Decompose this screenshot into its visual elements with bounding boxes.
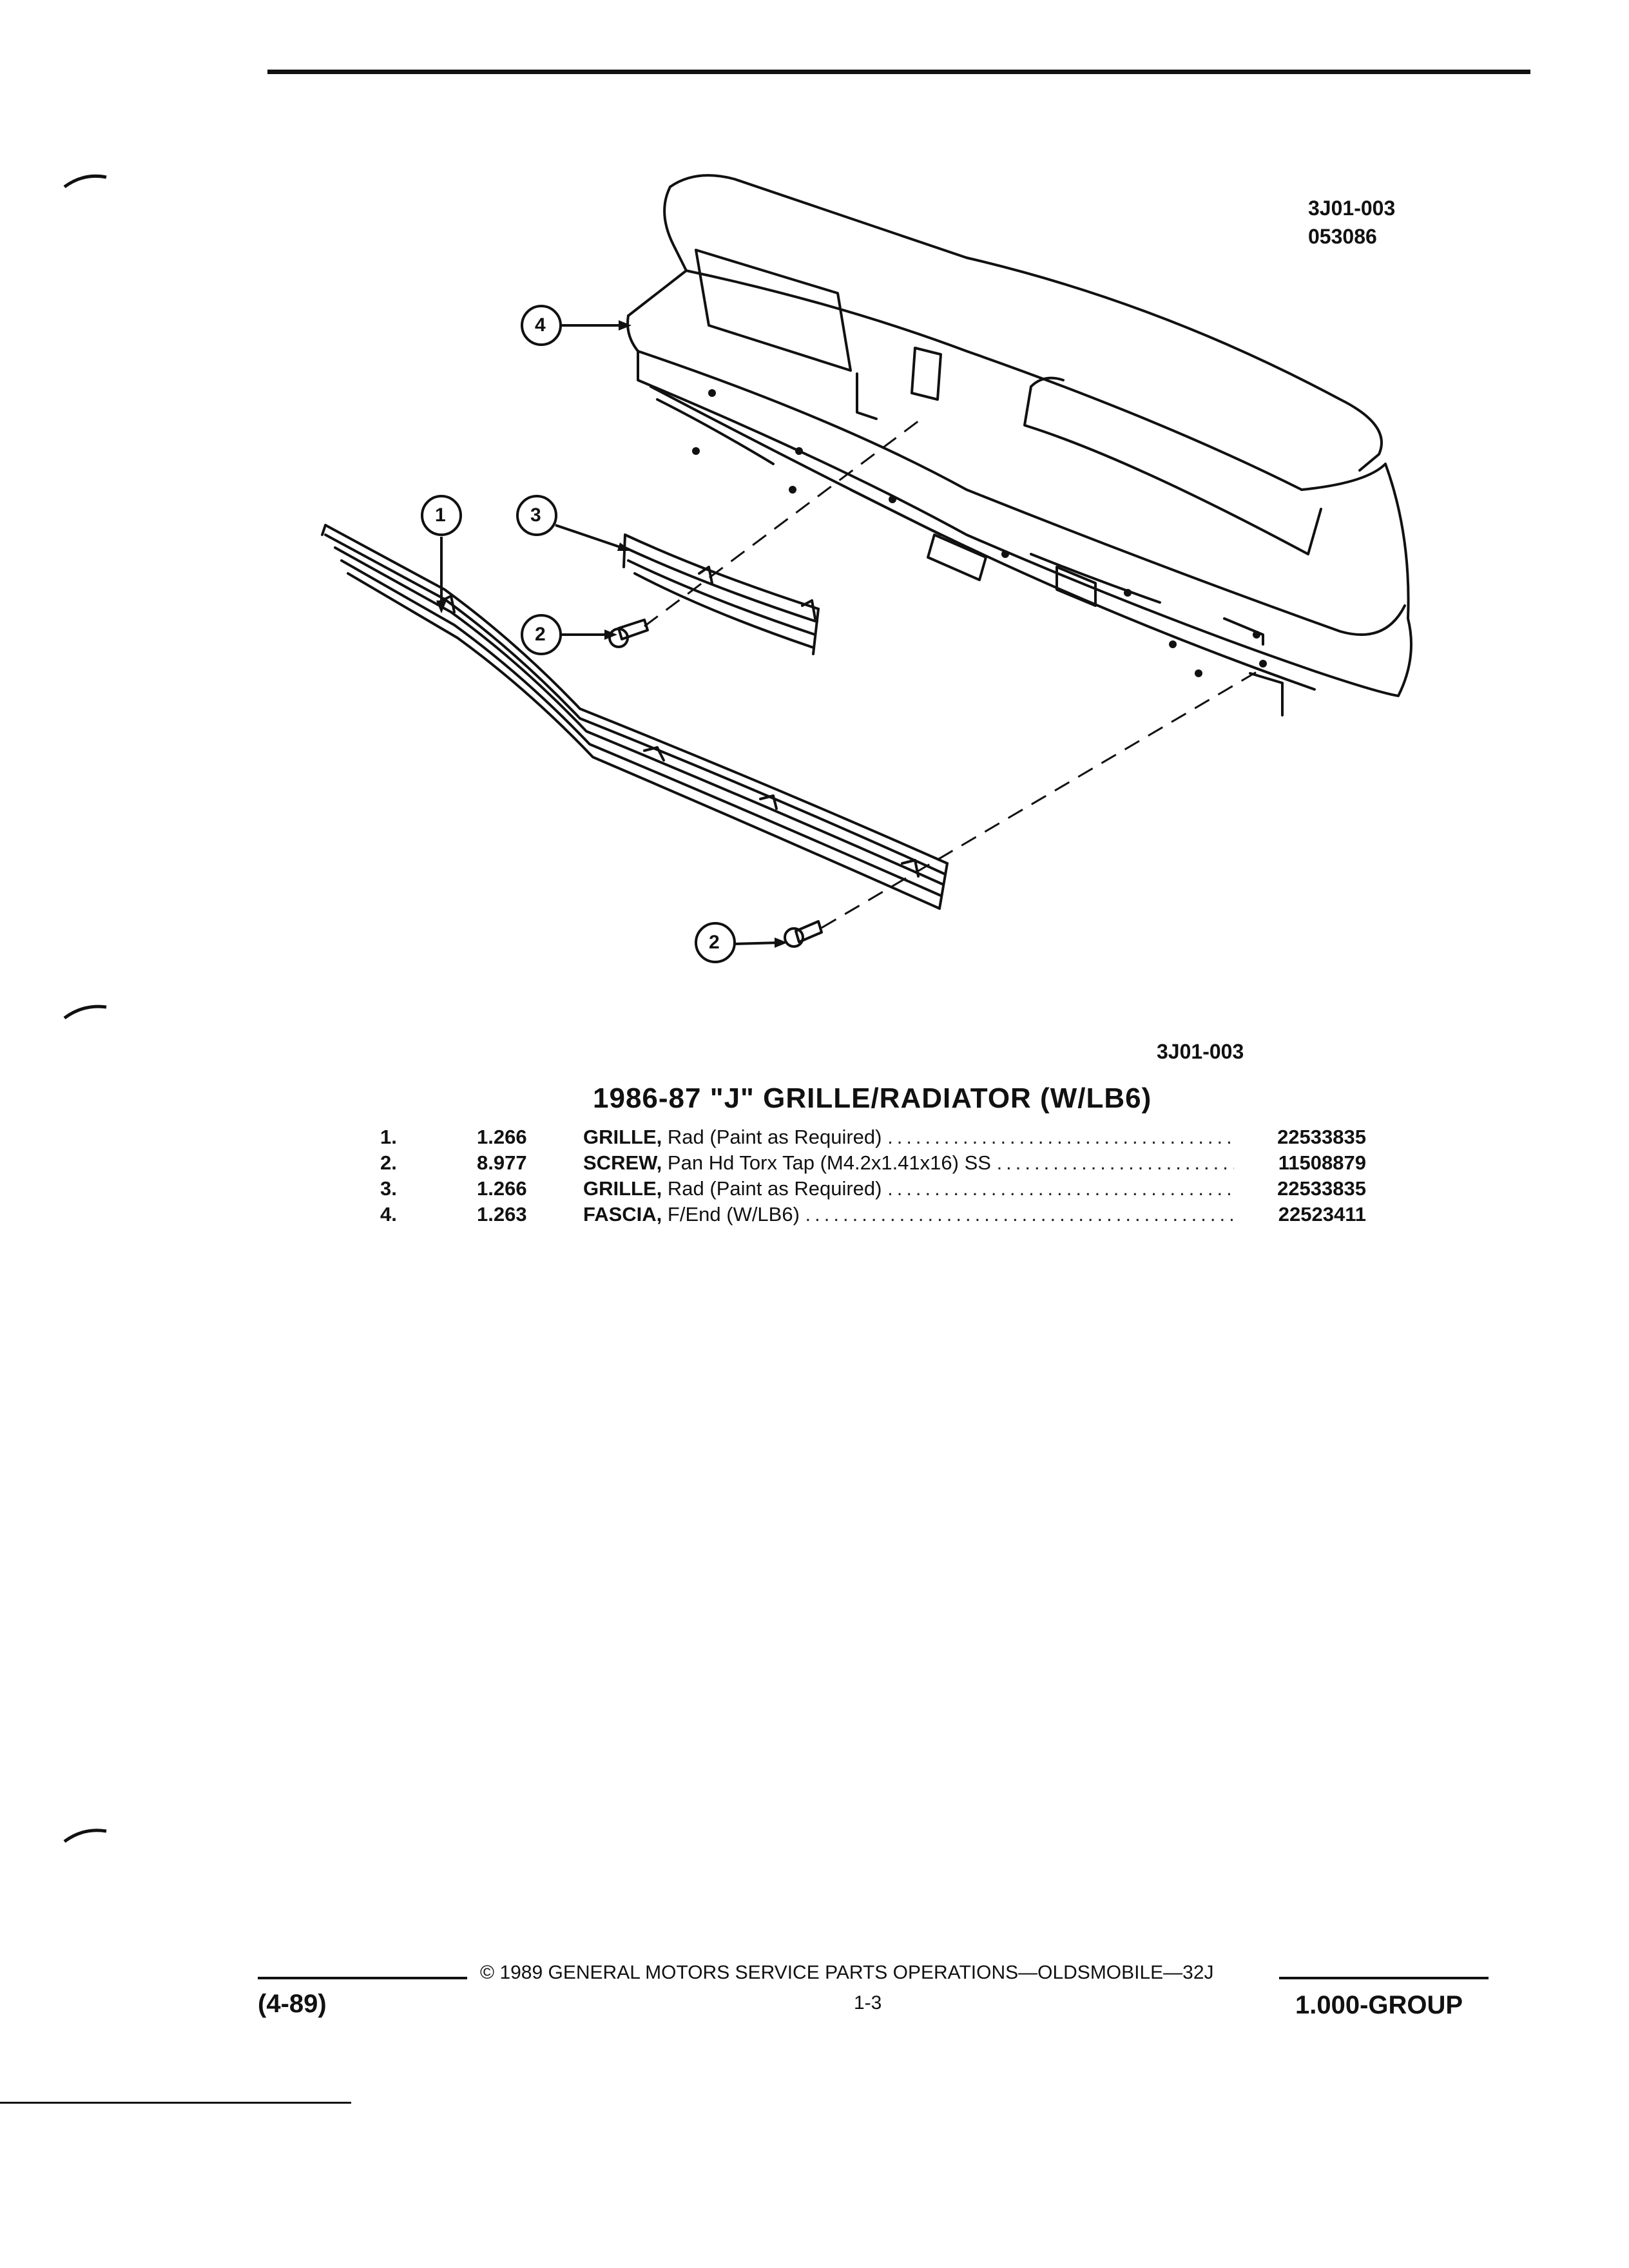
part-name: GRILLE, — [583, 1177, 662, 1200]
part-catalog-number: 22523411 — [1278, 1203, 1366, 1225]
part-detail: Rad (Paint as Required) — [667, 1177, 882, 1200]
parts-list: 1. 1.266 GRILLE, Rad (Paint as Required)… — [380, 1124, 1379, 1227]
part-detail: Rad (Paint as Required) — [667, 1126, 882, 1148]
footer-date: (4-89) — [258, 1990, 327, 2018]
callout-2-upper — [521, 614, 562, 655]
part-name: GRILLE, — [583, 1126, 662, 1148]
bottom-edge-rule — [0, 2102, 351, 2104]
parts-row: 2. 8.977 SCREW, Pan Hd Torx Tap (M4.2x1.… — [380, 1150, 1379, 1176]
footer-copyright: © 1989 GENERAL MOTORS SERVICE PARTS OPER… — [480, 1962, 1214, 1983]
callout-label-2-lower: 2 — [709, 932, 720, 953]
callout-label-4: 4 — [535, 314, 546, 336]
callout-3 — [516, 495, 557, 536]
binding-marks — [63, 174, 107, 1843]
footer-group: 1.000-GROUP — [1295, 1991, 1463, 2019]
part-name: FASCIA, — [583, 1203, 662, 1225]
callout-label-3: 3 — [530, 505, 541, 526]
callout-2-lower — [695, 922, 736, 963]
callout-4 — [521, 305, 562, 346]
part-catalog-number: 22533835 — [1277, 1177, 1366, 1200]
part-description: GRILLE, Rad (Paint as Required) ........… — [583, 1126, 1234, 1148]
callout-1 — [421, 495, 462, 536]
callout-label-1: 1 — [435, 505, 446, 526]
part-number-label: 1. — [380, 1126, 397, 1148]
grille-small-part — [622, 533, 820, 655]
part-detail: Pan Hd Torx Tap (M4.2x1.41x16) SS — [667, 1151, 991, 1174]
footer-rule-left — [258, 1977, 467, 1979]
drawing-ref-code: 3J01-003 — [1308, 197, 1396, 220]
part-quantity: 1.266 — [477, 1177, 527, 1200]
part-quantity: 8.977 — [477, 1151, 527, 1174]
part-description: SCREW, Pan Hd Torx Tap (M4.2x1.41x16) SS… — [583, 1151, 1234, 1174]
part-number-label: 3. — [380, 1177, 397, 1200]
exploded-view-drawing — [321, 174, 1412, 963]
grille-bar-part — [321, 524, 949, 910]
part-quantity: 1.266 — [477, 1126, 527, 1148]
footer-page-number: 1-3 — [854, 1992, 882, 2013]
section-title: 1986-87 "J" GRILLE/RADIATOR (W/LB6) — [593, 1082, 1152, 1114]
footer-rule-right — [1279, 1977, 1489, 1979]
part-catalog-number: 11508879 — [1278, 1151, 1366, 1174]
part-detail: F/End (W/LB6) — [667, 1203, 800, 1225]
part-number-label: 2. — [380, 1151, 397, 1174]
part-catalog-number: 22533835 — [1277, 1126, 1366, 1148]
part-name: SCREW, — [583, 1151, 662, 1174]
part-description: FASCIA, F/End (W/LB6) ..................… — [583, 1203, 1234, 1225]
illustration-caption-ref: 3J01-003 — [1157, 1040, 1244, 1063]
fascia-part — [626, 174, 1412, 716]
parts-row: 1. 1.266 GRILLE, Rad (Paint as Required)… — [380, 1124, 1379, 1150]
drawing-ref-number: 053086 — [1308, 225, 1377, 248]
part-number-label: 4. — [380, 1203, 397, 1225]
parts-row: 4. 1.263 FASCIA, F/End (W/LB6) .........… — [380, 1202, 1379, 1227]
parts-row: 3. 1.266 GRILLE, Rad (Paint as Required)… — [380, 1176, 1379, 1202]
part-description: GRILLE, Rad (Paint as Required) ........… — [583, 1177, 1234, 1200]
callout-label-2-upper: 2 — [535, 624, 546, 645]
part-quantity: 1.263 — [477, 1203, 527, 1225]
top-rule — [267, 70, 1530, 74]
